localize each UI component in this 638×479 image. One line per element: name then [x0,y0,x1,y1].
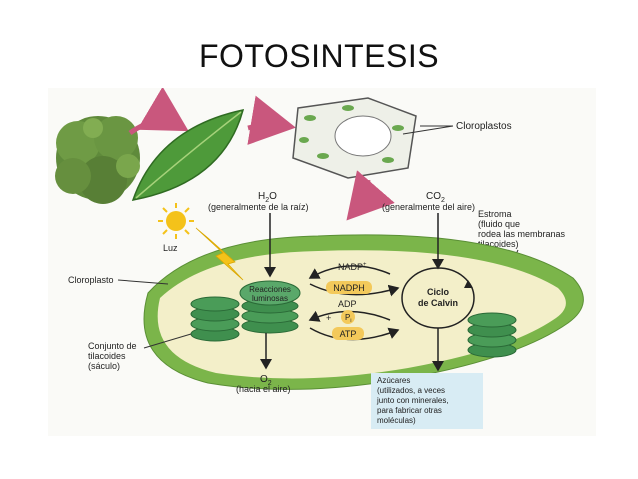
stroma-label-1: Estroma [478,209,512,219]
sugars-label-3: junto con minerales, [376,396,449,405]
water-source-note: (generalmente de la raíz) [208,202,309,212]
stroma-label-3: rodea las membranas [478,229,566,239]
nadph-pill [326,281,372,294]
cell-to-chloroplast-arrow [346,170,395,221]
stroma-label-2: (fluido que [478,219,520,229]
atp-label: ATP [340,329,357,339]
thylakoid-leader [143,333,192,349]
light-label: Luz [163,243,178,253]
calvin-arrowhead [464,280,473,288]
stroma-label-4: tilacoides) [478,239,519,249]
light-bolt [195,227,244,281]
leaf-to-cell-arrow [247,95,296,145]
light-reactions-label-2: luminosas [252,294,288,303]
oxygen-destination-note: (hacia el aire) [236,384,291,394]
calvin-label-1: Ciclo [427,287,450,297]
granum-right [467,312,517,358]
tree-to-leaf-arrow [128,86,189,136]
thylakoid-label-1: Conjunto de [88,341,137,351]
chloroplast-label: Cloroplasto [68,275,114,285]
sun-icon [158,203,194,239]
nadph-arrow [309,283,400,297]
photosynthesis-diagram: Cloroplastos H2O (generalmente de la raí… [55,86,584,429]
nadph-label: NADPH [333,283,365,293]
chloroplast-leader [117,279,169,285]
plant-cell-icon [292,97,417,179]
granum-light-reactions [239,280,301,334]
chloroplasts-label: Cloroplastos [456,121,512,132]
calvin-label-2: de Calvin [418,298,458,308]
co2-formula: CO2 [426,191,445,204]
sugars-label-1: Azúcares [377,376,410,385]
thylakoid-label-2: tilacoides [88,351,126,361]
slide-title: FOTOSINTESIS [198,38,440,74]
photosynthesis-figure: Cloroplastos H2O (generalmente de la raí… [48,86,596,436]
adp-label: ADP [338,299,357,309]
plus-sign: + [326,313,331,323]
phosphate-label: Pi [345,313,351,324]
sugars-label-2: (utilizados, a veces [377,386,445,395]
thylakoid-label-3: (sáculo) [88,361,120,371]
nadp-label: NADP+ [338,262,367,272]
sugars-label-5: moléculas) [377,416,416,425]
light-reactions-label-1: Reacciones [249,285,291,294]
water-formula: H2O [258,191,277,204]
granum-left [190,296,240,342]
leaf-icon [131,109,245,201]
phosphate-badge [341,310,355,324]
co2-source-note: (generalmente del aire) [382,202,475,212]
chloroplasts-leader-2 [402,125,454,135]
nadp-return-arrow [308,265,391,279]
tree-icon [55,116,140,204]
sugars-label-4: para fabricar otras [377,406,442,415]
oxygen-formula: O2 [260,374,272,387]
atp-pill [332,327,364,340]
sugars-box [371,373,483,429]
calvin-cycle-loop [401,267,475,329]
